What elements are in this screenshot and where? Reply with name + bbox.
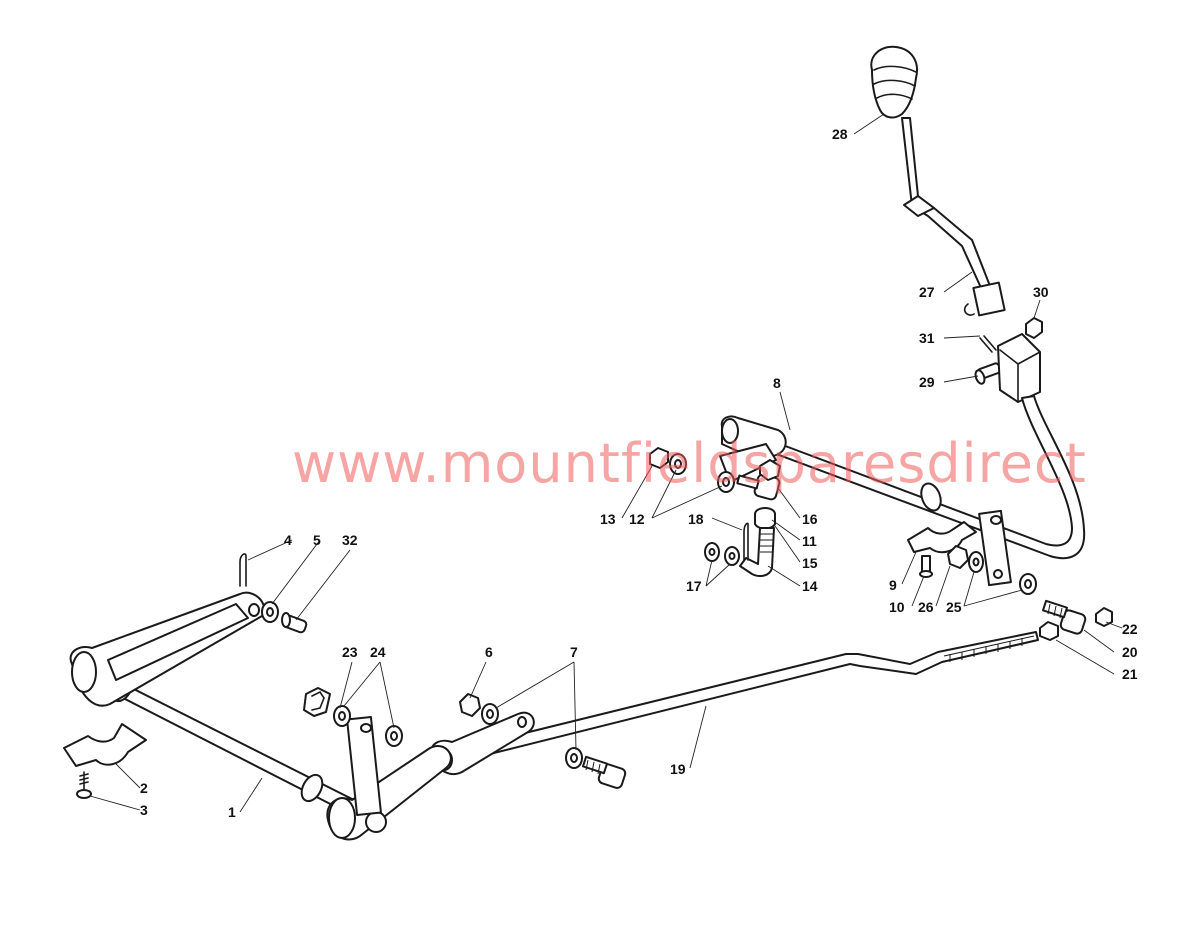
shaft-lift-arm: [326, 716, 452, 841]
callout-31: 31: [919, 330, 935, 346]
washer-17b: [724, 546, 740, 566]
leader-lines: [89, 113, 1123, 813]
callout-24: 24: [370, 644, 386, 660]
clip-23: [303, 687, 331, 717]
callout-16: 16: [802, 511, 818, 527]
washer-24b: [385, 725, 403, 747]
trunnion-16: [736, 459, 781, 501]
nut-22: [1095, 607, 1113, 627]
cross-rod: [759, 395, 1086, 587]
trunnion-7: [581, 755, 627, 789]
gear-lever-arm: [901, 117, 1006, 317]
callout-28: 28: [832, 126, 848, 142]
cross-rod-arm: [719, 415, 787, 483]
lift-arm: [69, 591, 265, 707]
callout-21: 21: [1122, 666, 1138, 682]
rod-bracket: [907, 521, 977, 554]
callout-18: 18: [688, 511, 704, 527]
callout-15: 15: [802, 555, 818, 571]
spring-clip: [963, 303, 997, 353]
washer-12b: [717, 471, 735, 493]
nut-13: [649, 447, 669, 469]
callout-3: 3: [140, 802, 148, 818]
callout-27: 27: [919, 284, 935, 300]
bolt-14: [739, 527, 775, 577]
callout-1: 1: [228, 804, 236, 820]
callout-labels: 1 2 3 4 5 32 23 24 6 7 19 8 13 12 18 16 …: [140, 126, 1138, 820]
callout-23: 23: [342, 644, 358, 660]
washer-24a: [333, 705, 351, 727]
washer-12a: [669, 453, 687, 475]
split-pin-18: [743, 522, 749, 561]
watermark-text: www.mountfieldsparesdirect: [292, 432, 1087, 495]
callout-13: 13: [600, 511, 616, 527]
nut-6: [459, 693, 481, 717]
callout-30: 30: [1033, 284, 1049, 300]
callout-32: 32: [342, 532, 358, 548]
washer-25a: [968, 551, 984, 573]
callout-14: 14: [802, 578, 818, 594]
shaft-bracket: [63, 723, 147, 767]
callout-20: 20: [1122, 644, 1138, 660]
nut-26: [947, 545, 969, 569]
bracket-screw: [919, 555, 933, 578]
adjuster-trunnion: [1041, 599, 1087, 635]
lever-bracket: [997, 333, 1041, 403]
callout-25: 25: [946, 599, 962, 615]
callout-17: 17: [686, 578, 702, 594]
washer-6: [481, 703, 499, 725]
callout-9: 9: [889, 577, 897, 593]
nut-21: [1039, 621, 1059, 641]
callout-8: 8: [773, 375, 781, 391]
washer-25b: [1019, 573, 1037, 595]
washer-5: [261, 601, 279, 623]
bushing-15: [754, 507, 776, 530]
callout-5: 5: [313, 532, 321, 548]
split-pin-4: [239, 553, 247, 587]
control-rod: [445, 631, 1039, 763]
callout-2: 2: [140, 780, 148, 796]
bracket-screw-3: [76, 771, 92, 799]
lock-nut: [1025, 317, 1043, 339]
callout-26: 26: [918, 599, 934, 615]
callout-19: 19: [670, 761, 686, 777]
callout-7: 7: [570, 644, 578, 660]
callout-4: 4: [284, 532, 292, 548]
lever-knob: [870, 45, 918, 119]
callout-6: 6: [485, 644, 493, 660]
pivot-screw: [974, 362, 1002, 385]
callout-11: 11: [802, 533, 817, 549]
callout-12: 12: [629, 511, 645, 527]
clevis-pin-32: [281, 612, 308, 634]
callout-29: 29: [919, 374, 935, 390]
washer-17a: [704, 542, 720, 562]
callout-22: 22: [1122, 621, 1138, 637]
washer-7: [565, 747, 583, 769]
callout-10: 10: [889, 599, 905, 615]
